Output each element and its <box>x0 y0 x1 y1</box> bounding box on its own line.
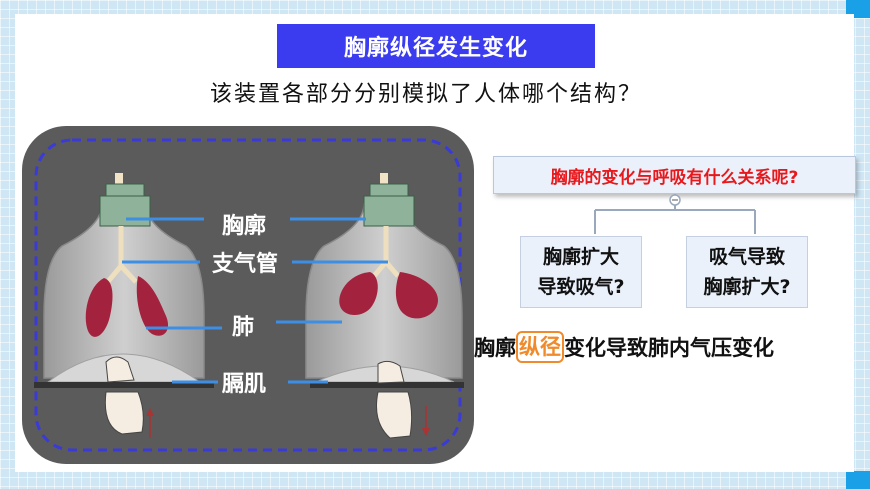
label-chest: 胸廓 <box>222 214 267 239</box>
label-diaphragm: 膈肌 <box>222 372 267 397</box>
connector-lines <box>594 194 756 234</box>
option-1-line1: 胸廓扩大 <box>542 246 619 268</box>
pointer-lines <box>122 217 388 384</box>
left-hand <box>104 391 144 435</box>
corner-decoration <box>846 0 870 18</box>
left-jar <box>34 173 214 438</box>
conclusion-after: 变化导致肺内气压变化 <box>564 336 774 360</box>
option-2-line1: 吸气导致 <box>708 246 785 268</box>
left-bell-jar <box>43 203 205 379</box>
left-stopper <box>99 195 151 227</box>
up-arrow <box>146 408 154 416</box>
slide: 胸廓纵径发生变化 该装置各部分分别模拟了人体哪个结构？ <box>15 14 856 472</box>
right-lung-right <box>395 272 438 319</box>
right-hand <box>376 391 413 439</box>
apparatus-drawing <box>34 138 464 452</box>
option-2-line2: 胸廓扩大? <box>703 276 791 298</box>
conclusion-before: 胸廓 <box>474 336 516 360</box>
option-box-1: 胸廓扩大 导致吸气? <box>520 236 642 308</box>
slide-title: 胸廓纵径发生变化 <box>277 24 595 68</box>
bell-jar-model: 胸廓 支气管 肺 膈肌 <box>22 126 474 464</box>
right-jar <box>305 173 464 439</box>
label-lung: 肺 <box>232 315 255 340</box>
left-lung-right <box>136 276 169 336</box>
conclusion-text: 胸廓纵径变化导致肺内气压变化 <box>474 330 854 364</box>
corner-decoration-bottom <box>846 471 870 489</box>
label-trachea: 支气管 <box>212 252 279 277</box>
option-1-line2: 导致吸气? <box>537 276 625 298</box>
question-text: 该装置各部分分别模拟了人体哪个结构？ <box>210 82 643 107</box>
option-box-2: 吸气导致 胸廓扩大? <box>686 236 808 308</box>
right-stopper <box>363 195 415 227</box>
relation-question: 胸廓的变化与呼吸有什么关系呢? <box>493 156 856 194</box>
conclusion-highlight: 纵径 <box>516 331 564 363</box>
left-lung-left <box>85 278 113 337</box>
right-lung-left <box>339 272 378 315</box>
right-bell-jar <box>305 203 463 379</box>
down-arrow <box>422 428 430 436</box>
